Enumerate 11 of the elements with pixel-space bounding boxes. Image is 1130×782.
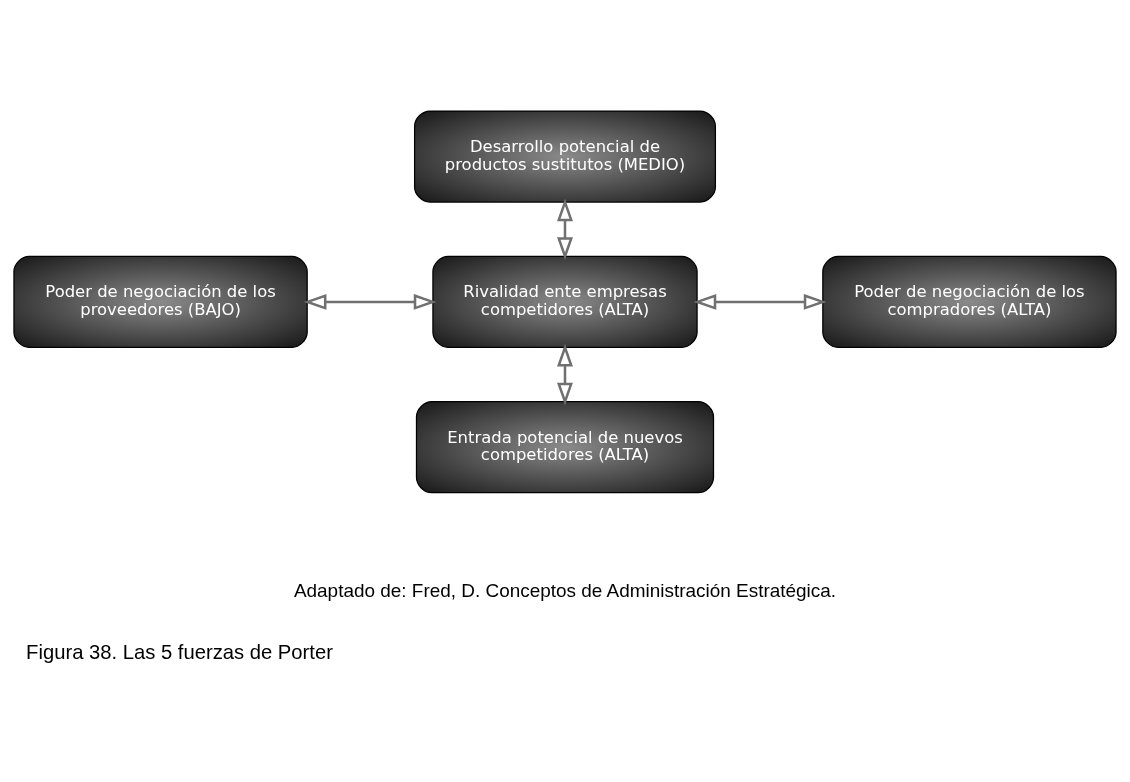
arrow bbox=[693, 293, 827, 310]
node-box: Rivalidad ente empresas competidores (ALTA) bbox=[432, 255, 698, 349]
node-box: Entrada potencial de nuevos competidores (ALTA) bbox=[415, 401, 715, 494]
node-box: Poder de negociación de los compradores (ALTA) bbox=[822, 255, 1117, 349]
arrow bbox=[557, 198, 573, 261]
arrow bbox=[557, 343, 573, 406]
node-box: Desarrollo potencial de productos sustitutos (MEDIO) bbox=[413, 110, 717, 203]
caption: Figura 38. Las 5 fuerzas de Porter bbox=[26, 641, 333, 664]
label: Adaptado de: Fred, D. Conceptos de Administración Estratégica. bbox=[293, 580, 837, 602]
arrow bbox=[303, 293, 437, 310]
node-box: Poder de negociación de los proveedores (BAJO) bbox=[13, 255, 308, 349]
